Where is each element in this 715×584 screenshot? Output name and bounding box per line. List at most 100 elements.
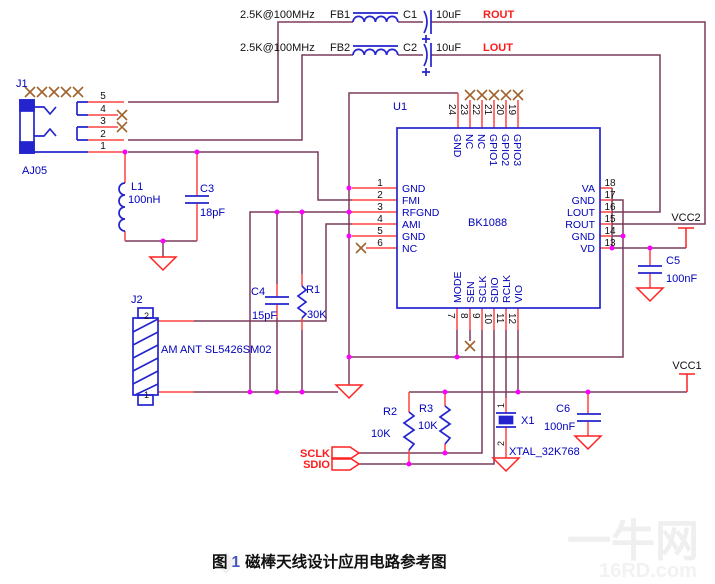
r2-ref: R2 xyxy=(383,406,397,418)
r3-value: 10K xyxy=(418,420,438,432)
c2-ref: C2 xyxy=(403,42,417,54)
u1-pin-num-13: 13 xyxy=(604,238,616,249)
vcc1-label: VCC1 xyxy=(672,360,701,372)
junction-dot xyxy=(299,209,305,215)
j1-ring-link xyxy=(76,126,88,141)
junction-dot xyxy=(346,185,352,191)
lc-labels: L1 100nH C3 18pF xyxy=(128,181,225,219)
u1-pin-num-17: 17 xyxy=(604,190,616,201)
u1-body xyxy=(396,127,601,309)
u1-pin-name-gnd5: GND xyxy=(402,231,426,243)
filter-labels: 2.5K@100MHz FB1 C1 10uF ROUT 2.5K@100MHz… xyxy=(240,9,514,54)
watermark-diamond xyxy=(215,552,237,574)
nc-x-u1-pin8 xyxy=(464,340,476,352)
j1-body-bot xyxy=(19,141,35,154)
j2-pin-stubs xyxy=(158,320,194,393)
u1-pin-name-mode: MODE xyxy=(452,272,464,304)
c5-ref: C5 xyxy=(666,255,680,267)
symbols xyxy=(19,10,662,451)
x1-part: XTAL_32K768 xyxy=(509,446,580,458)
j1-pin-num: 2 xyxy=(100,129,106,140)
c3-symbol xyxy=(185,195,209,204)
watermark: 一牛网 16RD.com xyxy=(215,517,699,582)
j1-pin-stubs xyxy=(88,101,124,153)
sdio-port-label: SDIO xyxy=(303,459,330,471)
r2-value: 10K xyxy=(371,428,391,440)
junction-dot xyxy=(515,389,521,395)
r3-symbol xyxy=(438,405,452,445)
u1-pin-name-gnd24: GND xyxy=(451,134,463,158)
x1-pin1-num: 1 xyxy=(496,403,506,408)
junction-dot xyxy=(346,209,352,215)
j1-tip-link xyxy=(76,101,88,116)
u1-pin-name-rfgnd: RFGND xyxy=(402,207,440,219)
wire-fmi xyxy=(128,151,352,201)
u1-pin-name-gpio1: GPIO1 xyxy=(487,134,499,166)
wire-rout xyxy=(431,21,706,225)
u1-pin-name-sclk: SCLK xyxy=(477,276,489,303)
j1-part: AJ05 xyxy=(22,165,47,177)
nc-x-u1-pin6 xyxy=(355,242,367,254)
pin-stubs xyxy=(88,93,651,464)
u1-ref: U1 xyxy=(393,101,407,113)
wire-j1p5-fb1 xyxy=(128,21,353,103)
c4-ref: C4 xyxy=(251,286,265,298)
junction-dots xyxy=(122,149,653,467)
wire-sdio xyxy=(359,330,495,465)
u1-pin-num-21: 21 xyxy=(482,104,493,116)
u1-pin-name-sen: SEN xyxy=(465,281,477,303)
l1-symbol xyxy=(118,182,126,232)
u1-pin-name-va: VA xyxy=(582,183,595,195)
u1-pin-name-gnd14: GND xyxy=(572,231,596,243)
j2-antenna-symbol xyxy=(132,307,159,406)
u1-pin-num-15: 15 xyxy=(604,214,616,225)
nc-x-u1-pin23 xyxy=(464,89,476,101)
u1-pin-name-sdio: SDIO xyxy=(489,277,501,303)
c3-ref: C3 xyxy=(200,183,214,195)
nc-x-u1-pin20 xyxy=(500,89,512,101)
u1-right-stubs xyxy=(600,187,612,249)
ground-symbol-main xyxy=(334,384,364,400)
j1-ref: J1 xyxy=(16,78,28,90)
junction-dot xyxy=(406,461,412,467)
fb1-symbol xyxy=(352,12,399,23)
j1-tip-contact xyxy=(34,106,57,116)
u1-pin-num-24: 24 xyxy=(446,104,457,116)
nc-marks xyxy=(24,86,524,352)
r1-symbol xyxy=(296,285,308,319)
r1-value: 30K xyxy=(307,309,327,321)
nc-x-u1-pin21 xyxy=(488,89,500,101)
u1-pin-num-16: 16 xyxy=(604,202,616,213)
j2-pin-num-top: 2 xyxy=(144,311,149,321)
wire-gnd-rail xyxy=(349,199,624,358)
junction-dot xyxy=(442,450,448,456)
junction-dot xyxy=(647,245,653,251)
junction-dot xyxy=(160,238,166,244)
u1-pin-name-rout: ROUT xyxy=(565,219,595,231)
u1-pin-name-lout: LOUT xyxy=(567,207,596,219)
fb1-ref: FB1 xyxy=(330,9,350,21)
nc-x-u1-pin19 xyxy=(512,89,524,101)
u1-pin-num-22: 22 xyxy=(470,104,481,116)
x1-symbol xyxy=(496,412,516,428)
ground-symbol-c5 xyxy=(635,287,665,303)
j2-part: AM ANT SL5426SM02 xyxy=(161,344,271,356)
junction-dot xyxy=(585,389,591,395)
x1-element xyxy=(498,415,514,425)
nc-x-j1-e xyxy=(72,86,84,98)
junction-dot xyxy=(620,233,626,239)
nc-x-j1-b xyxy=(36,86,48,98)
nc-x-j1-c xyxy=(48,86,60,98)
caption-text: 磁棒天线设计应用电路参考图 xyxy=(245,552,447,571)
x1-ref: X1 xyxy=(521,415,534,427)
u1-pin-name-ami: AMI xyxy=(402,219,421,231)
watermark-line1: 一牛网 xyxy=(567,517,699,566)
u1-pin-name-nc23: NC xyxy=(463,134,475,150)
u1-pin-num-18: 18 xyxy=(604,178,616,189)
junction-dot xyxy=(346,354,352,360)
u1-pin-num-23: 23 xyxy=(458,104,469,116)
j2-body xyxy=(132,317,159,396)
u1-pin-num-9: 9 xyxy=(470,313,481,319)
